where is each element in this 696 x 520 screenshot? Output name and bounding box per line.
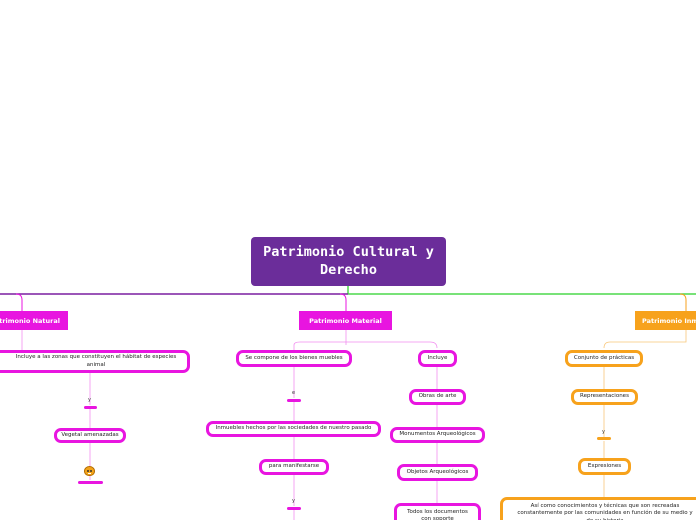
representaciones-text: Representaciones — [580, 393, 629, 400]
incluye-node[interactable]: Incluye — [418, 350, 457, 367]
patrimonio-material-node[interactable]: Patrimonio Material — [299, 311, 392, 330]
natural-end-bar — [78, 481, 103, 484]
documentos-soporte-text: Todos los documentos con soporte — [407, 509, 468, 520]
monumentos-arqueologicos-node[interactable]: Monumentos Arqueológicos — [390, 427, 485, 443]
patrimonio-inmaterial-label: Patrimonio Inmaterial — [642, 316, 696, 325]
patrimonio-inmaterial-node[interactable]: Patrimonio Inmaterial — [635, 311, 696, 330]
material-branch-line — [339, 293, 347, 311]
inmuebles-text: Inmuebles hechos por las sociedades de n… — [215, 425, 372, 432]
tiger-face-icon — [84, 466, 95, 476]
documentos-soporte-node[interactable]: Todos los documentos con soporte — [394, 503, 481, 520]
bienes-muebles-node[interactable]: Se compone de los bienes muebles — [236, 350, 352, 367]
material-connector-e: e — [292, 390, 296, 396]
para-manifestarse-text: para manifestarse — [268, 463, 320, 470]
objetos-arqueologicos-text: Objetos Arqueológicos — [406, 468, 469, 475]
patrimonio-natural-label: Patrimonio Natural — [0, 316, 60, 325]
bienes-muebles-text: Se compone de los bienes muebles — [245, 354, 343, 361]
incluye-text: Incluye — [427, 354, 448, 361]
natural-description-text: Incluye a las zonas que constituyen el h… — [15, 354, 177, 368]
expresiones-text: Expresiones — [587, 462, 622, 469]
natural-connector-y: y — [88, 397, 91, 403]
material-connector-y-bar — [287, 507, 301, 510]
vegetal-amenazadas-text: Vegetal amenazadas — [61, 431, 119, 438]
conocimientos-tecnicas-node[interactable]: Así como conocimientos y técnicas que so… — [500, 497, 696, 520]
conjunto-practicas-text: Conjunto de prácticas — [573, 354, 635, 361]
inmuebles-node[interactable]: Inmuebles hechos por las sociedades de n… — [206, 421, 381, 437]
vegetal-amenazadas-node[interactable]: Vegetal amenazadas — [54, 428, 126, 443]
material-connector-y: y — [292, 498, 295, 504]
obras-de-arte-node[interactable]: Obras de arte — [409, 389, 466, 405]
inmaterial-branch-line — [679, 293, 687, 311]
conjunto-practicas-node[interactable]: Conjunto de prácticas — [565, 350, 643, 367]
root-topic[interactable]: Patrimonio Cultural y Derecho — [251, 237, 446, 286]
root-title: Patrimonio Cultural y Derecho — [263, 243, 434, 278]
patrimonio-natural-node[interactable]: Patrimonio Natural — [0, 311, 68, 330]
para-manifestarse-node[interactable]: para manifestarse — [259, 459, 329, 475]
representaciones-node[interactable]: Representaciones — [571, 389, 638, 405]
natural-connector-bar — [84, 406, 97, 409]
natural-description-node[interactable]: Incluye a las zonas que constituyen el h… — [0, 350, 190, 373]
material-connector-e-bar — [287, 399, 301, 402]
monumentos-arqueologicos-text: Monumentos Arqueológicos — [399, 431, 476, 438]
obras-de-arte-text: Obras de arte — [418, 393, 457, 400]
natural-branch-line — [15, 293, 23, 311]
inmaterial-connector-bar — [597, 437, 611, 440]
inmaterial-connector-y: y — [602, 429, 605, 435]
expresiones-node[interactable]: Expresiones — [578, 458, 631, 475]
conocimientos-tecnicas-text: Así como conocimientos y técnicas que so… — [517, 503, 693, 520]
objetos-arqueologicos-node[interactable]: Objetos Arqueológicos — [397, 464, 478, 481]
patrimonio-material-label: Patrimonio Material — [309, 316, 382, 325]
